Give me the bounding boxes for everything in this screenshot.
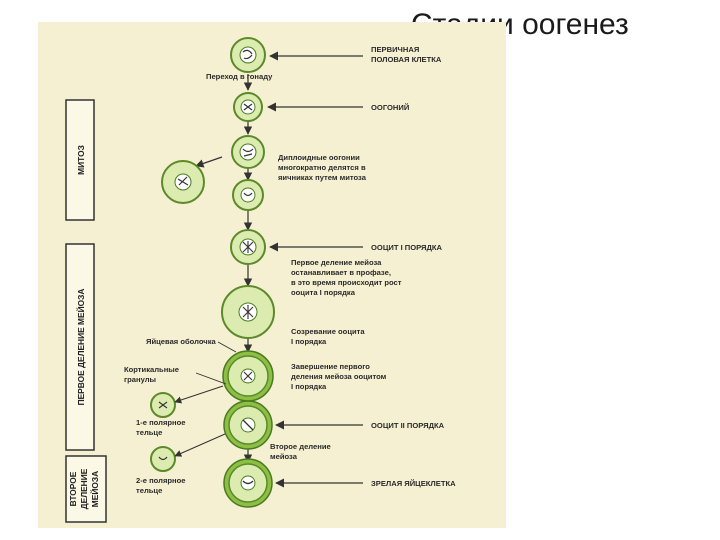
label-cortical-line1: Кортикальные [124,365,179,374]
stage-label-mitosis: МИТОЗ [76,145,86,175]
stage-label-meiosis-1: ПЕРВОЕ ДЕЛЕНИЕ МЕЙОЗА [75,289,86,406]
cell-diploid-oogonium [232,136,264,168]
label-polar1-line2: тельце [136,428,162,437]
cell-oogonium-3 [233,180,263,210]
stage-label-meiosis-2-line3: МЕЙОЗА [89,471,100,507]
label-second-division-line2: мейоза [270,452,298,461]
stage-box-mitosis: МИТОЗ [66,100,94,220]
label-prophase-line2: останавливает в профазе, [291,268,391,277]
label-diploid-line3: яичниках путем митоза [278,173,367,182]
cell-oocyte-1 [231,230,265,264]
label-cortical-line2: гранулы [124,375,156,384]
label-oocyte-1: ООЦИТ I ПОРЯДКА [371,243,443,252]
label-completion-line2: деления мейоза ооцитом [291,372,387,381]
label-prophase-line4: ооцита I порядка [291,288,356,297]
label-prophase-line3: в это время происходит рост [291,278,402,287]
cell-mature-egg [224,459,272,507]
cell-polar-body-1 [151,393,175,417]
label-diploid-line2: многократно делятся в [278,163,366,172]
cell-primordial-germ [231,38,265,72]
label-maturation-line2: I порядка [291,337,327,346]
label-polar2-line2: тельце [136,486,162,495]
label-oogonium: ООГОНИЙ [371,103,409,112]
label-maturation-line1: Созревание ооцита [291,327,365,336]
cell-mature-oocyte-1 [223,351,273,401]
stage-box-meiosis-1: ПЕРВОЕ ДЕЛЕНИЕ МЕЙОЗА [66,244,94,450]
stage-label-meiosis-2-line2: ДЕЛЕНИЕ [79,468,89,509]
label-oocyte-2: ООЦИТ II ПОРЯДКА [371,421,445,430]
label-completion-line1: Завершение первого [291,362,370,371]
label-completion-line3: I порядка [291,382,327,391]
label-polar1-line1: 1-е полярное [136,418,185,427]
label-prophase-line1: Первое деление мейоза [291,258,382,267]
label-primordial-line2: ПОЛОВАЯ КЛЕТКА [371,55,442,64]
oogenesis-diagram: МИТОЗ ПЕРВОЕ ДЕЛЕНИЕ МЕЙОЗА ВТОРОЕ ДЕЛЕН… [38,22,506,528]
cell-polar-body-2 [151,447,175,471]
label-to-gonad: Переход в гонаду [206,72,273,81]
cell-growing-oocyte [222,286,274,338]
cell-oocyte-2 [224,401,272,449]
label-mature-egg: ЗРЕЛАЯ ЯЙЦЕКЛЕТКА [371,479,456,488]
stage-box-meiosis-2: ВТОРОЕ ДЕЛЕНИЕ МЕЙОЗА [66,456,106,522]
label-second-division-line1: Второе деление [270,442,331,451]
label-polar2-line1: 2-е полярное [136,476,185,485]
label-zona: Яйцевая оболочка [146,337,217,346]
label-primordial-line1: ПЕРВИЧНАЯ [371,45,419,54]
cell-oogonium [234,93,262,121]
label-diploid-line1: Диплоидные оогонии [278,153,360,162]
cell-side-oogonium [162,161,204,203]
stage-label-meiosis-2-line1: ВТОРОЕ [68,471,78,506]
